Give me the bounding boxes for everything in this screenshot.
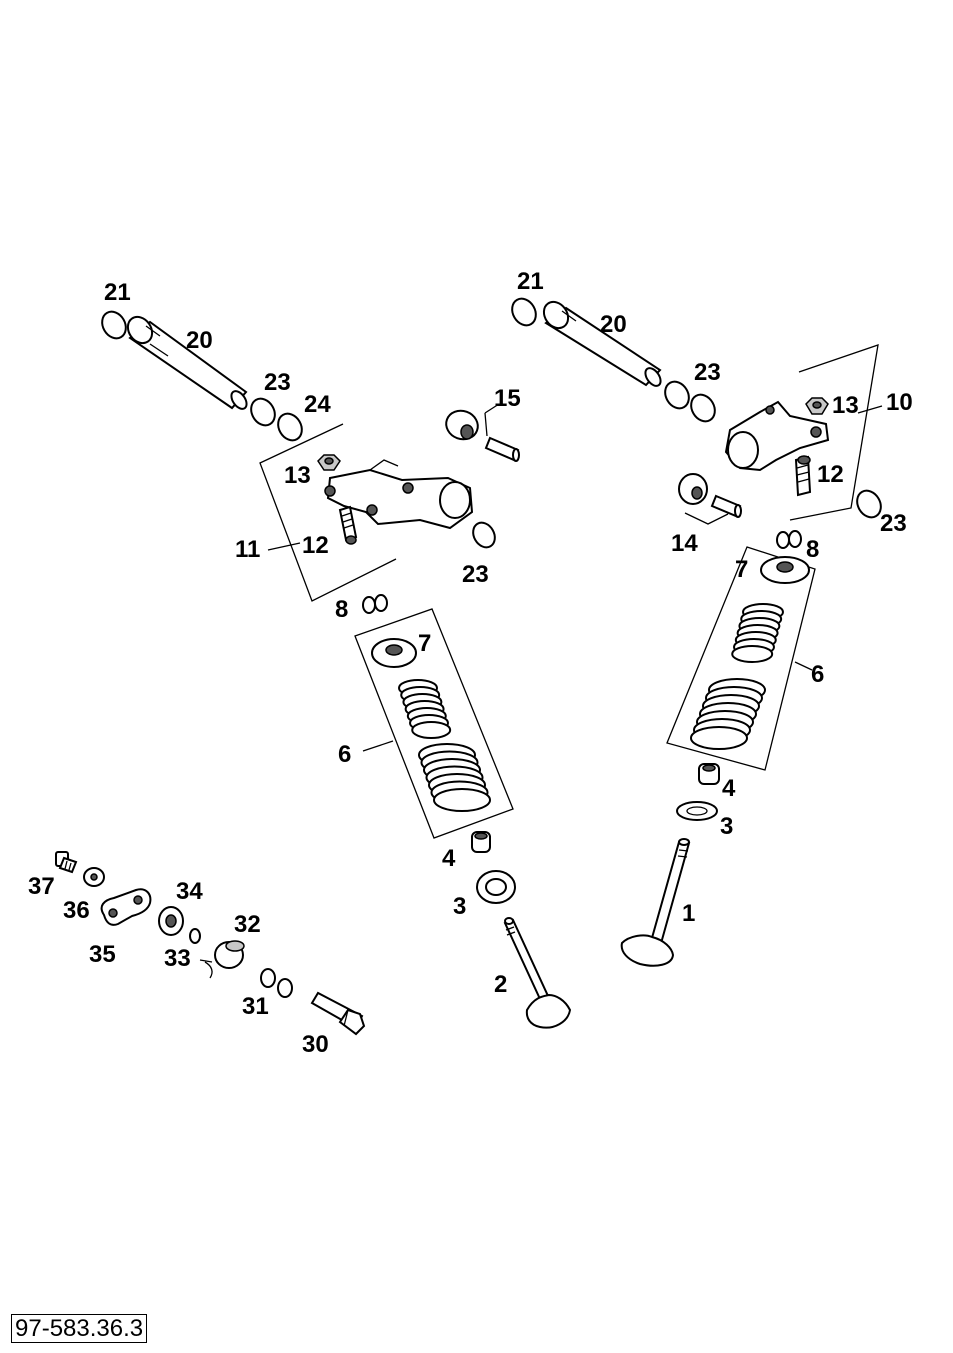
callout-label-7: 7 <box>735 556 748 583</box>
callout-label-7: 7 <box>418 630 431 657</box>
callout-label-35: 35 <box>89 941 116 968</box>
spring-retainer-7-left <box>371 638 417 668</box>
callout-label-12: 12 <box>817 461 844 488</box>
valve-spring-outer-left <box>418 743 491 812</box>
plate-35 <box>100 888 152 926</box>
callout-label-34: 34 <box>176 878 203 905</box>
roller-14 <box>678 473 742 518</box>
valve-spring-inner-left <box>398 679 452 739</box>
callout-label-8: 8 <box>335 596 348 623</box>
callout-label-33: 33 <box>164 945 191 972</box>
rocker-shaft-20-right <box>542 300 662 387</box>
o-rings-31 <box>260 968 293 998</box>
valve-keys-8-right <box>776 530 802 549</box>
callout-label-31: 31 <box>242 993 269 1020</box>
cap-32 <box>214 940 245 969</box>
o-ring-33 <box>189 928 201 944</box>
washer-36 <box>83 867 105 887</box>
callout-label-2: 2 <box>494 971 507 998</box>
callout-label-36: 36 <box>63 897 90 924</box>
adjusting-screw-12-right <box>794 455 812 497</box>
rocker-arm-bracket-10 <box>789 344 879 521</box>
o-ring-23-right-b <box>690 393 716 423</box>
o-ring-24-left <box>277 412 303 442</box>
rocker-arm-bracket-11 <box>259 423 397 602</box>
callout-label-24: 24 <box>304 391 331 418</box>
callout-label-6: 6 <box>338 741 351 768</box>
intake-valve-2 <box>503 917 572 1029</box>
o-ring-23-right-c <box>856 489 882 519</box>
valve-spring-outer-right <box>690 678 766 750</box>
callout-label-20: 20 <box>600 311 627 338</box>
callout-label-11: 11 <box>235 536 260 563</box>
o-ring-21-right <box>511 297 537 327</box>
exhaust-valve-1 <box>620 838 691 967</box>
callout-label-21: 21 <box>517 268 544 295</box>
valve-stem-seal-4-left <box>471 831 491 853</box>
washer-34 <box>158 906 184 936</box>
spring-retainer-7-right <box>760 556 810 584</box>
spring-seat-washer-3-right <box>676 801 718 821</box>
spring-box-6-left <box>354 608 514 839</box>
callout-label-13: 13 <box>284 462 311 489</box>
rocker-arm-right <box>724 400 830 472</box>
callout-label-10: 10 <box>886 389 913 416</box>
callout-label-12: 12 <box>302 532 329 559</box>
callout-label-23: 23 <box>880 510 907 537</box>
clip-33 <box>199 959 213 979</box>
nut-13-right <box>805 397 829 415</box>
callout-label-21: 21 <box>104 279 131 306</box>
callout-label-15: 15 <box>494 385 521 412</box>
roller-15 <box>445 409 520 462</box>
nut-13-left <box>317 454 341 471</box>
callout-label-6: 6 <box>811 661 824 688</box>
valve-spring-inner-right <box>731 603 784 663</box>
o-ring-23-left-a <box>250 397 276 427</box>
rocker-shaft-20-left <box>126 315 248 410</box>
adjusting-screw-12-left <box>338 505 358 545</box>
valve-stem-seal-4-right <box>698 763 720 785</box>
callout-label-13: 13 <box>832 392 859 419</box>
o-ring-23-left-b <box>472 521 496 549</box>
bolt-37 <box>55 851 78 874</box>
rocker-arm-left <box>324 459 474 530</box>
spring-seat-washer-3-left <box>476 870 516 904</box>
callout-label-20: 20 <box>186 327 213 354</box>
callout-label-1: 1 <box>682 900 695 927</box>
callout-label-3: 3 <box>453 893 466 920</box>
callout-label-23: 23 <box>264 369 291 396</box>
callout-label-14: 14 <box>671 530 698 557</box>
callout-label-30: 30 <box>302 1031 329 1058</box>
callout-label-37: 37 <box>28 873 55 900</box>
callout-label-23: 23 <box>462 561 489 588</box>
callout-label-8: 8 <box>806 536 819 563</box>
pin-30 <box>310 991 366 1036</box>
o-ring-23-right-a <box>664 380 690 410</box>
callout-label-23: 23 <box>694 359 721 386</box>
callout-label-4: 4 <box>442 845 456 872</box>
callout-label-4: 4 <box>722 775 736 802</box>
callout-label-32: 32 <box>234 911 261 938</box>
o-ring-21-left <box>101 310 127 340</box>
diagram-code-label: 97-583.36.3 <box>11 1314 148 1343</box>
valve-keys-8-left <box>362 594 388 614</box>
callout-label-3: 3 <box>720 813 733 840</box>
